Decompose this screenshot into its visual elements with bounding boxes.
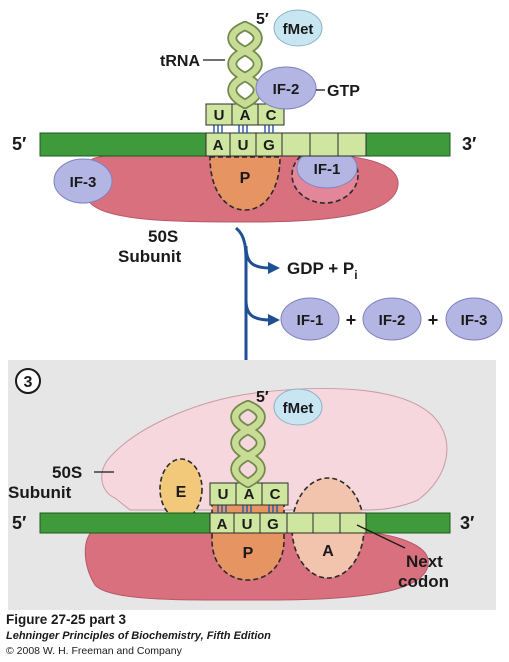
step-number: 3 [24,374,33,391]
e-site-label: E [176,484,187,501]
subunit-label-line1: 50S [148,227,178,246]
released-if1 [280,297,340,341]
p-site-label: P [240,170,251,187]
fmet-label: fMet [283,21,314,38]
gdp-label: GDP + Pi [287,259,358,282]
factors-arrow [244,299,271,322]
a-site-label: A [322,543,334,560]
p-site-label: P [243,545,254,562]
mrna-five-prime-label: 5′ [12,513,26,533]
anticodon-base: A [240,107,251,124]
codon-base: G [267,516,279,533]
if3-factor [53,158,113,204]
released-if3-label: IF-3 [461,312,488,329]
subunit-label-line2: Subunit [8,483,72,502]
p-site [209,156,281,211]
gtp-label: GTP [327,83,360,100]
step-badge [15,368,41,394]
base-pairing [217,505,278,513]
if2-factor [255,66,317,110]
next-codon-leader-line [356,524,406,549]
top-initiation-complex: P IF-1 IF-3 A U G 5′ 3′ U A C [12,9,476,223]
anticodon-base: C [270,486,281,503]
codon-base: U [242,516,253,533]
next-codon-label-line1: Next [406,552,443,571]
gdp-arrow [244,245,271,270]
factors-arrowhead [268,314,280,326]
trna [227,21,263,109]
trna [230,400,266,488]
fmet-label: fMet [283,400,314,417]
codon-base: A [213,137,224,154]
fmet [273,9,323,47]
mrna-codon-region [205,132,367,157]
subunit-label-line2: Subunit [118,247,182,266]
next-codon-label-line2: codon [398,572,449,591]
gdp-arrowhead [268,262,280,274]
codon-base: A [217,516,228,533]
transition: 50S Subunit GDP + Pi IF-1 + IF-2 + IF-3 [118,226,503,380]
anticodon-base: C [266,107,277,124]
mrna-three-prime-label: 3′ [462,134,476,154]
main-arrow [234,226,248,368]
plus-sign: + [346,310,357,330]
step-3-panel: 3 E A P A U G 5′ 3′ [8,360,496,610]
mrna-five-prime-label: 5′ [12,134,26,154]
codon-base: G [263,137,275,154]
released-if3 [445,297,503,341]
anticodon-base: U [218,486,229,503]
if3-label: IF-3 [70,174,97,191]
released-if1-label: IF-1 [297,312,324,329]
base-pairing [213,125,274,133]
released-if2-label: IF-2 [379,312,406,329]
released-if2 [362,297,422,341]
trna-five-prime-label: 5′ [256,389,269,406]
fmet [273,388,323,426]
anticodon-base: A [244,486,255,503]
codon-base: U [238,137,249,154]
if2-label: IF-2 [273,81,300,98]
mrna-codon-region [209,512,367,534]
plus-sign: + [428,310,439,330]
mrna-three-prime-label: 3′ [460,513,474,533]
figure-caption-book: Lehninger Principles of Biochemistry, Fi… [6,630,271,642]
anticodon-base: U [214,107,225,124]
figure-caption-copyright: © 2008 W. H. Freeman and Company [6,645,182,657]
figure-caption-title: Figure 27-25 part 3 [6,612,127,627]
if1-label: IF-1 [314,161,341,178]
trna-five-prime-label: 5′ [256,11,269,28]
subunit-label-line1: 50S [52,463,82,482]
trna-label: tRNA [160,53,200,70]
